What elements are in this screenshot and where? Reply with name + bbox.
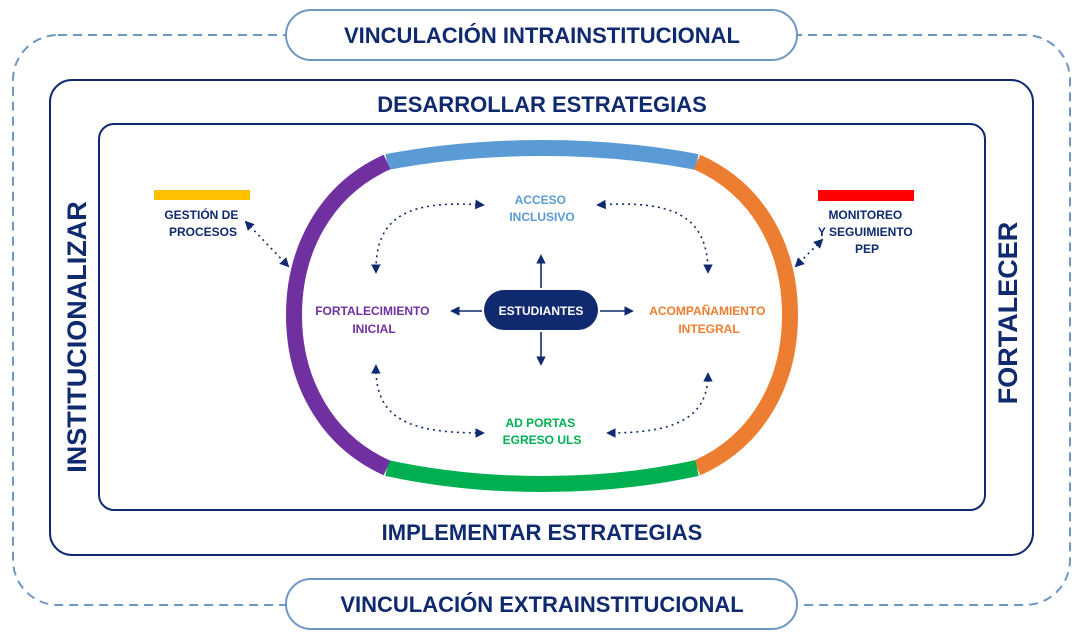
bottom-banner-label: VINCULACIÓN EXTRAINSTITUCIONAL	[340, 592, 743, 617]
process-management-label: GESTIÓN DE PROCESOS	[164, 207, 241, 239]
monitoring-label: MONITOREO Y SEGUIMIENTO PEP	[818, 208, 916, 256]
accompaniment-ring-segment	[693, 154, 799, 476]
strengthening-ring-segment	[285, 154, 391, 476]
access-ring-segment	[385, 139, 699, 170]
accompaniment-label: ACOMPAÑAMIENTO INTEGRAL	[649, 303, 769, 336]
graduation-label: AD PORTAS EGRESO ULS	[503, 416, 582, 447]
strengthening-label: FORTALECIMIENTO INICIAL	[315, 304, 433, 336]
monitoring-bar	[818, 190, 914, 201]
implement-strategies-label: IMPLEMENTAR ESTRATEGIAS	[382, 520, 703, 545]
access-label: ACCESO INCLUSIVO	[509, 193, 574, 224]
dotted-arrow-monitoring-to-ring	[794, 238, 824, 268]
institutionalize-label: INSTITUCIONALIZAR	[62, 201, 92, 472]
students-label: ESTUDIANTES	[499, 304, 584, 318]
top-banner-pill	[285, 9, 798, 61]
strengthen-label: FORTALECER	[993, 222, 1023, 405]
students-pill	[484, 290, 598, 330]
graduation-ring-segment	[385, 460, 699, 493]
top-banner-label: VINCULACIÓN INTRAINSTITUCIONAL	[344, 23, 740, 48]
process-management-bar	[154, 190, 250, 200]
dotted-arrow-access-to-accompaniment	[596, 199, 713, 274]
develop-strategies-label: DESARROLLAR ESTRATEGIAS	[377, 92, 707, 117]
bottom-banner-pill	[285, 578, 798, 630]
dotted-arrow-process-to-ring	[244, 220, 290, 268]
